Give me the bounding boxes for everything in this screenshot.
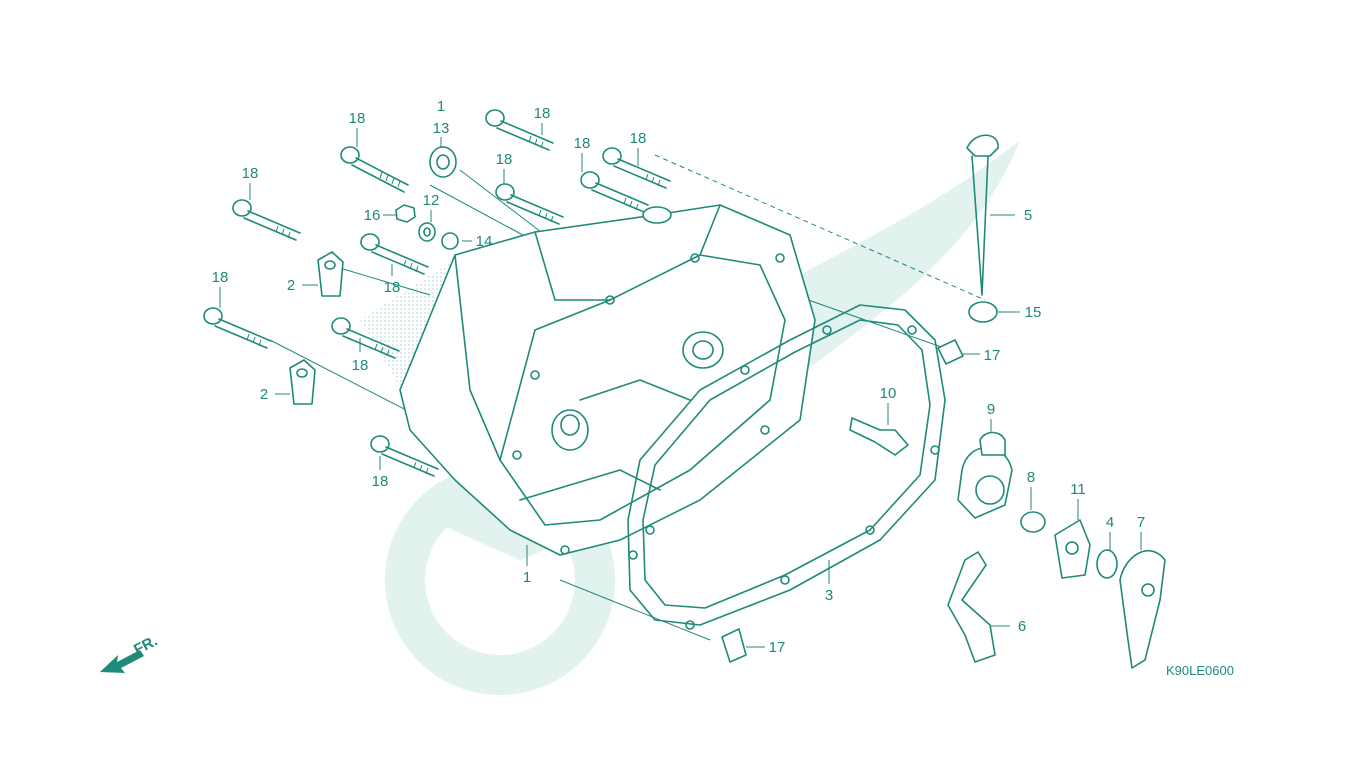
flange-bolts: [203, 109, 671, 477]
callout-18: 18: [372, 473, 389, 490]
callout-12: 12: [423, 192, 440, 209]
callout-16: 16: [364, 207, 381, 224]
stud-bolt: [849, 417, 909, 456]
callout-15: 15: [1025, 304, 1042, 321]
callout-18: 18: [534, 105, 551, 122]
bolt-18g: [602, 147, 671, 189]
callout-11: 11: [1070, 481, 1086, 498]
callout-18: 18: [574, 135, 591, 152]
cable-guides: [289, 251, 344, 405]
callout-1-top: 1: [437, 98, 445, 115]
callout-5: 5: [1024, 207, 1032, 224]
callout-10: 10: [880, 385, 897, 402]
callout-17-upper: 17: [984, 347, 1001, 364]
callout-18: 18: [496, 151, 513, 168]
callout-2-upper: 2: [287, 277, 295, 294]
front-direction-arrow: FR.: [100, 632, 160, 673]
callout-labels: 1 13 18 18 18 18 18 18 18 18 18 18 16 12…: [212, 98, 1146, 656]
bolt-18f: [580, 171, 649, 213]
bolt-18e: [495, 183, 564, 225]
callout-8: 8: [1027, 469, 1035, 486]
callout-2-lower: 2: [260, 386, 268, 403]
oil-dipstick: [966, 134, 999, 323]
callout-3: 3: [825, 587, 833, 604]
bolt-18h: [360, 233, 429, 275]
callout-18: 18: [352, 357, 369, 374]
bolt-18j: [370, 435, 439, 477]
gasket: [627, 304, 946, 630]
callout-18: 18: [242, 165, 259, 182]
callout-18: 18: [212, 269, 229, 286]
callout-13: 13: [433, 120, 450, 137]
diagram-code: K90LE0600: [1166, 663, 1234, 678]
callout-4: 4: [1106, 514, 1114, 531]
callout-7: 7: [1137, 514, 1145, 531]
nut-washer-oring: [395, 204, 459, 250]
bolt-18b: [232, 199, 301, 241]
callout-17-lower: 17: [769, 639, 786, 656]
bolt-18d: [485, 109, 554, 151]
clutch-lifter-parts: [947, 431, 1166, 669]
callout-14: 14: [476, 233, 493, 250]
callout-18: 18: [384, 279, 401, 296]
callout-18: 18: [630, 130, 647, 147]
callout-6: 6: [1018, 618, 1026, 635]
callout-connectors: [219, 123, 1142, 648]
callout-9: 9: [987, 401, 995, 418]
dowel-pins: [721, 339, 964, 663]
callout-18: 18: [349, 110, 366, 127]
bolt-18i: [331, 317, 400, 359]
bolt-18a: [340, 146, 409, 193]
bolt-18c: [203, 307, 272, 349]
callout-1-bottom: 1: [523, 569, 531, 586]
right-crankcase-cover: [399, 204, 816, 556]
oil-seal: [429, 146, 457, 178]
